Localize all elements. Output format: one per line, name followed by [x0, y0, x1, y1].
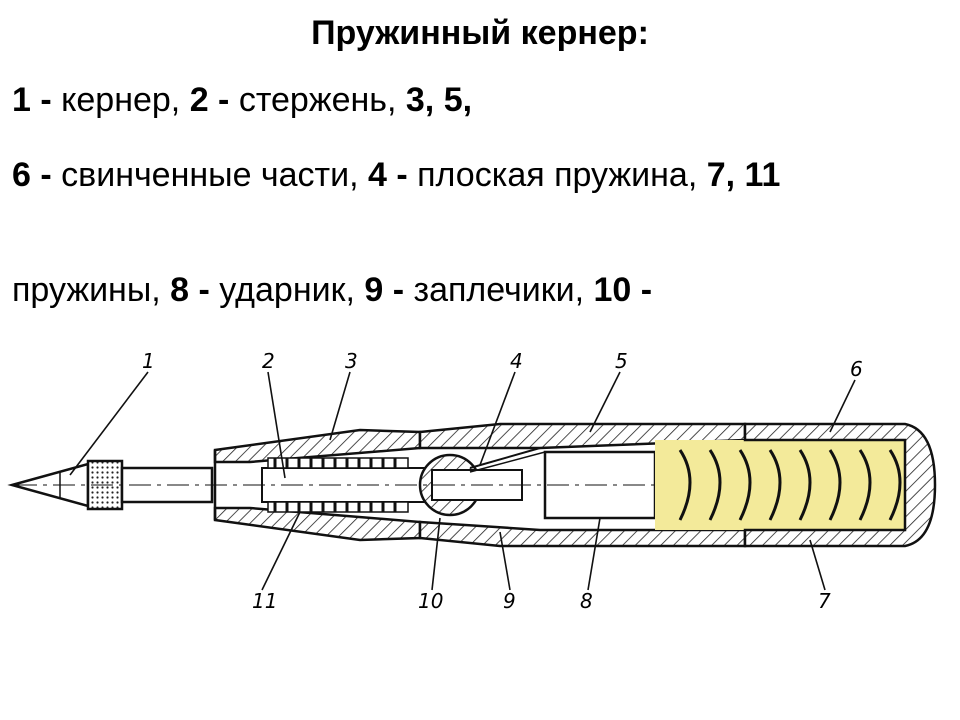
legend-line-1: 1 - кернер, 2 - стержень, 3, 5, — [12, 80, 942, 120]
legend-number: 10 - — [593, 271, 653, 309]
legend-text: свинченные части, — [51, 156, 369, 194]
legend-number: 7, 11 — [706, 156, 781, 194]
callout-3: 3 — [345, 349, 358, 373]
legend-number: 3, 5, — [405, 81, 473, 119]
page-title: Пружинный кернер: — [311, 14, 649, 52]
callout-4: 4 — [510, 349, 523, 373]
legend-number: 8 - — [170, 271, 210, 309]
legend-number: 4 - — [368, 156, 408, 194]
callout-1: 1 — [142, 349, 155, 373]
legend-line-2: 6 - свинченные части, 4 - плоская пружин… — [12, 155, 942, 195]
callout-7: 7 — [818, 589, 831, 613]
legend-text: заплечики, — [404, 271, 594, 309]
callout-8: 8 — [580, 589, 593, 613]
legend-text: ударник, — [209, 271, 365, 309]
legend-text: пружины, — [12, 271, 171, 309]
callout-5: 5 — [615, 349, 628, 373]
legend-text: стержень, — [229, 81, 406, 119]
legend-text: плоская пружина, — [407, 156, 707, 194]
leader-lines — [69, 371, 856, 591]
callout-2: 2 — [262, 349, 275, 373]
legend-text: кернер, — [51, 81, 190, 119]
legend-number: 1 - — [12, 81, 52, 119]
rear-cap-and-spring — [655, 422, 937, 548]
legend-number: 2 - — [189, 81, 230, 119]
callout-10: 10 — [418, 589, 443, 613]
callout-9: 9 — [503, 589, 516, 613]
center-punch-drawing: 1 2 3 4 5 6 7 8 9 10 11 — [7, 349, 937, 613]
callout-11: 11 — [252, 589, 277, 613]
callout-6: 6 — [850, 357, 863, 381]
legend-number: 6 - — [12, 156, 52, 194]
legend-number: 9 - — [364, 271, 405, 309]
legend-line-3: пружины, 8 - ударник, 9 - заплечики, 10 … — [12, 270, 942, 310]
